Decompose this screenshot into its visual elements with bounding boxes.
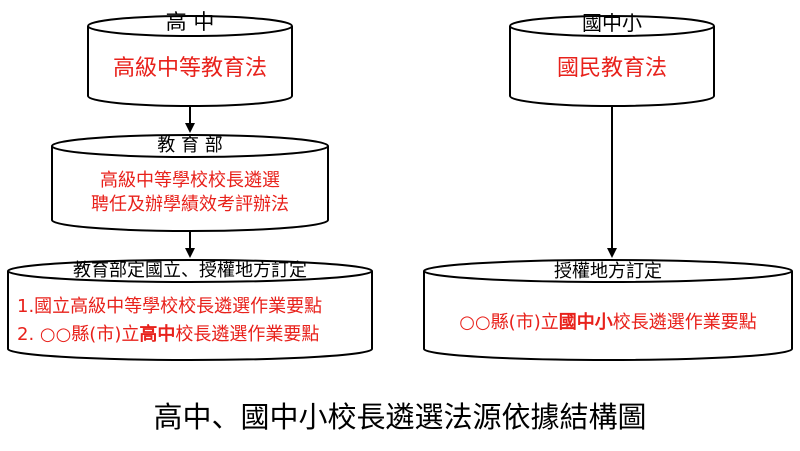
senior-high-education-act: 高級中等教育法 xyxy=(112,56,267,81)
right-line-prefix: ○○縣(市)立 xyxy=(459,312,559,333)
db-moe-regulation xyxy=(51,134,329,232)
db-right-operational xyxy=(423,259,793,361)
db-compulsory-education-law xyxy=(509,15,715,107)
left-item-2-emphasis: 高中 xyxy=(139,324,176,345)
right-line-emphasis: 國中小 xyxy=(558,312,613,333)
db-senior-high-law xyxy=(87,15,293,107)
left-bottom-header: 教育部定國立、授權地方訂定 xyxy=(73,260,307,281)
left-item-1: 1.國立高級中等學校校長遴選作業要點 xyxy=(17,296,323,317)
diagram-caption: 高中、國中小校長遴選法源依據結構圖 xyxy=(153,400,647,434)
moe-regulation-line2: 聘任及辦學績效考評辦法 xyxy=(91,194,289,215)
left-item-2-prefix: 2. ○○縣(市)立 xyxy=(17,324,140,345)
right-line-suffix: 校長遴選作業要點 xyxy=(612,312,757,333)
left-item-2: 2. ○○縣(市)立高中校長遴選作業要點 xyxy=(17,326,319,344)
moe-header: 教 育 部 xyxy=(157,135,223,156)
moe-regulation-line1: 高級中等學校校長遴選 xyxy=(100,170,280,191)
left-item-2-suffix: 校長遴選作業要點 xyxy=(175,324,320,345)
national-education-act: 國民教育法 xyxy=(556,56,667,81)
right-operational-line: ○○縣(市)立國中小校長遴選作業要點 xyxy=(424,314,792,332)
db-left-operational xyxy=(7,259,373,361)
senior-high-header: 高 中 xyxy=(165,10,215,34)
elementary-junior-header: 國中小 xyxy=(582,11,642,35)
right-bottom-header: 授權地方訂定 xyxy=(554,261,662,282)
